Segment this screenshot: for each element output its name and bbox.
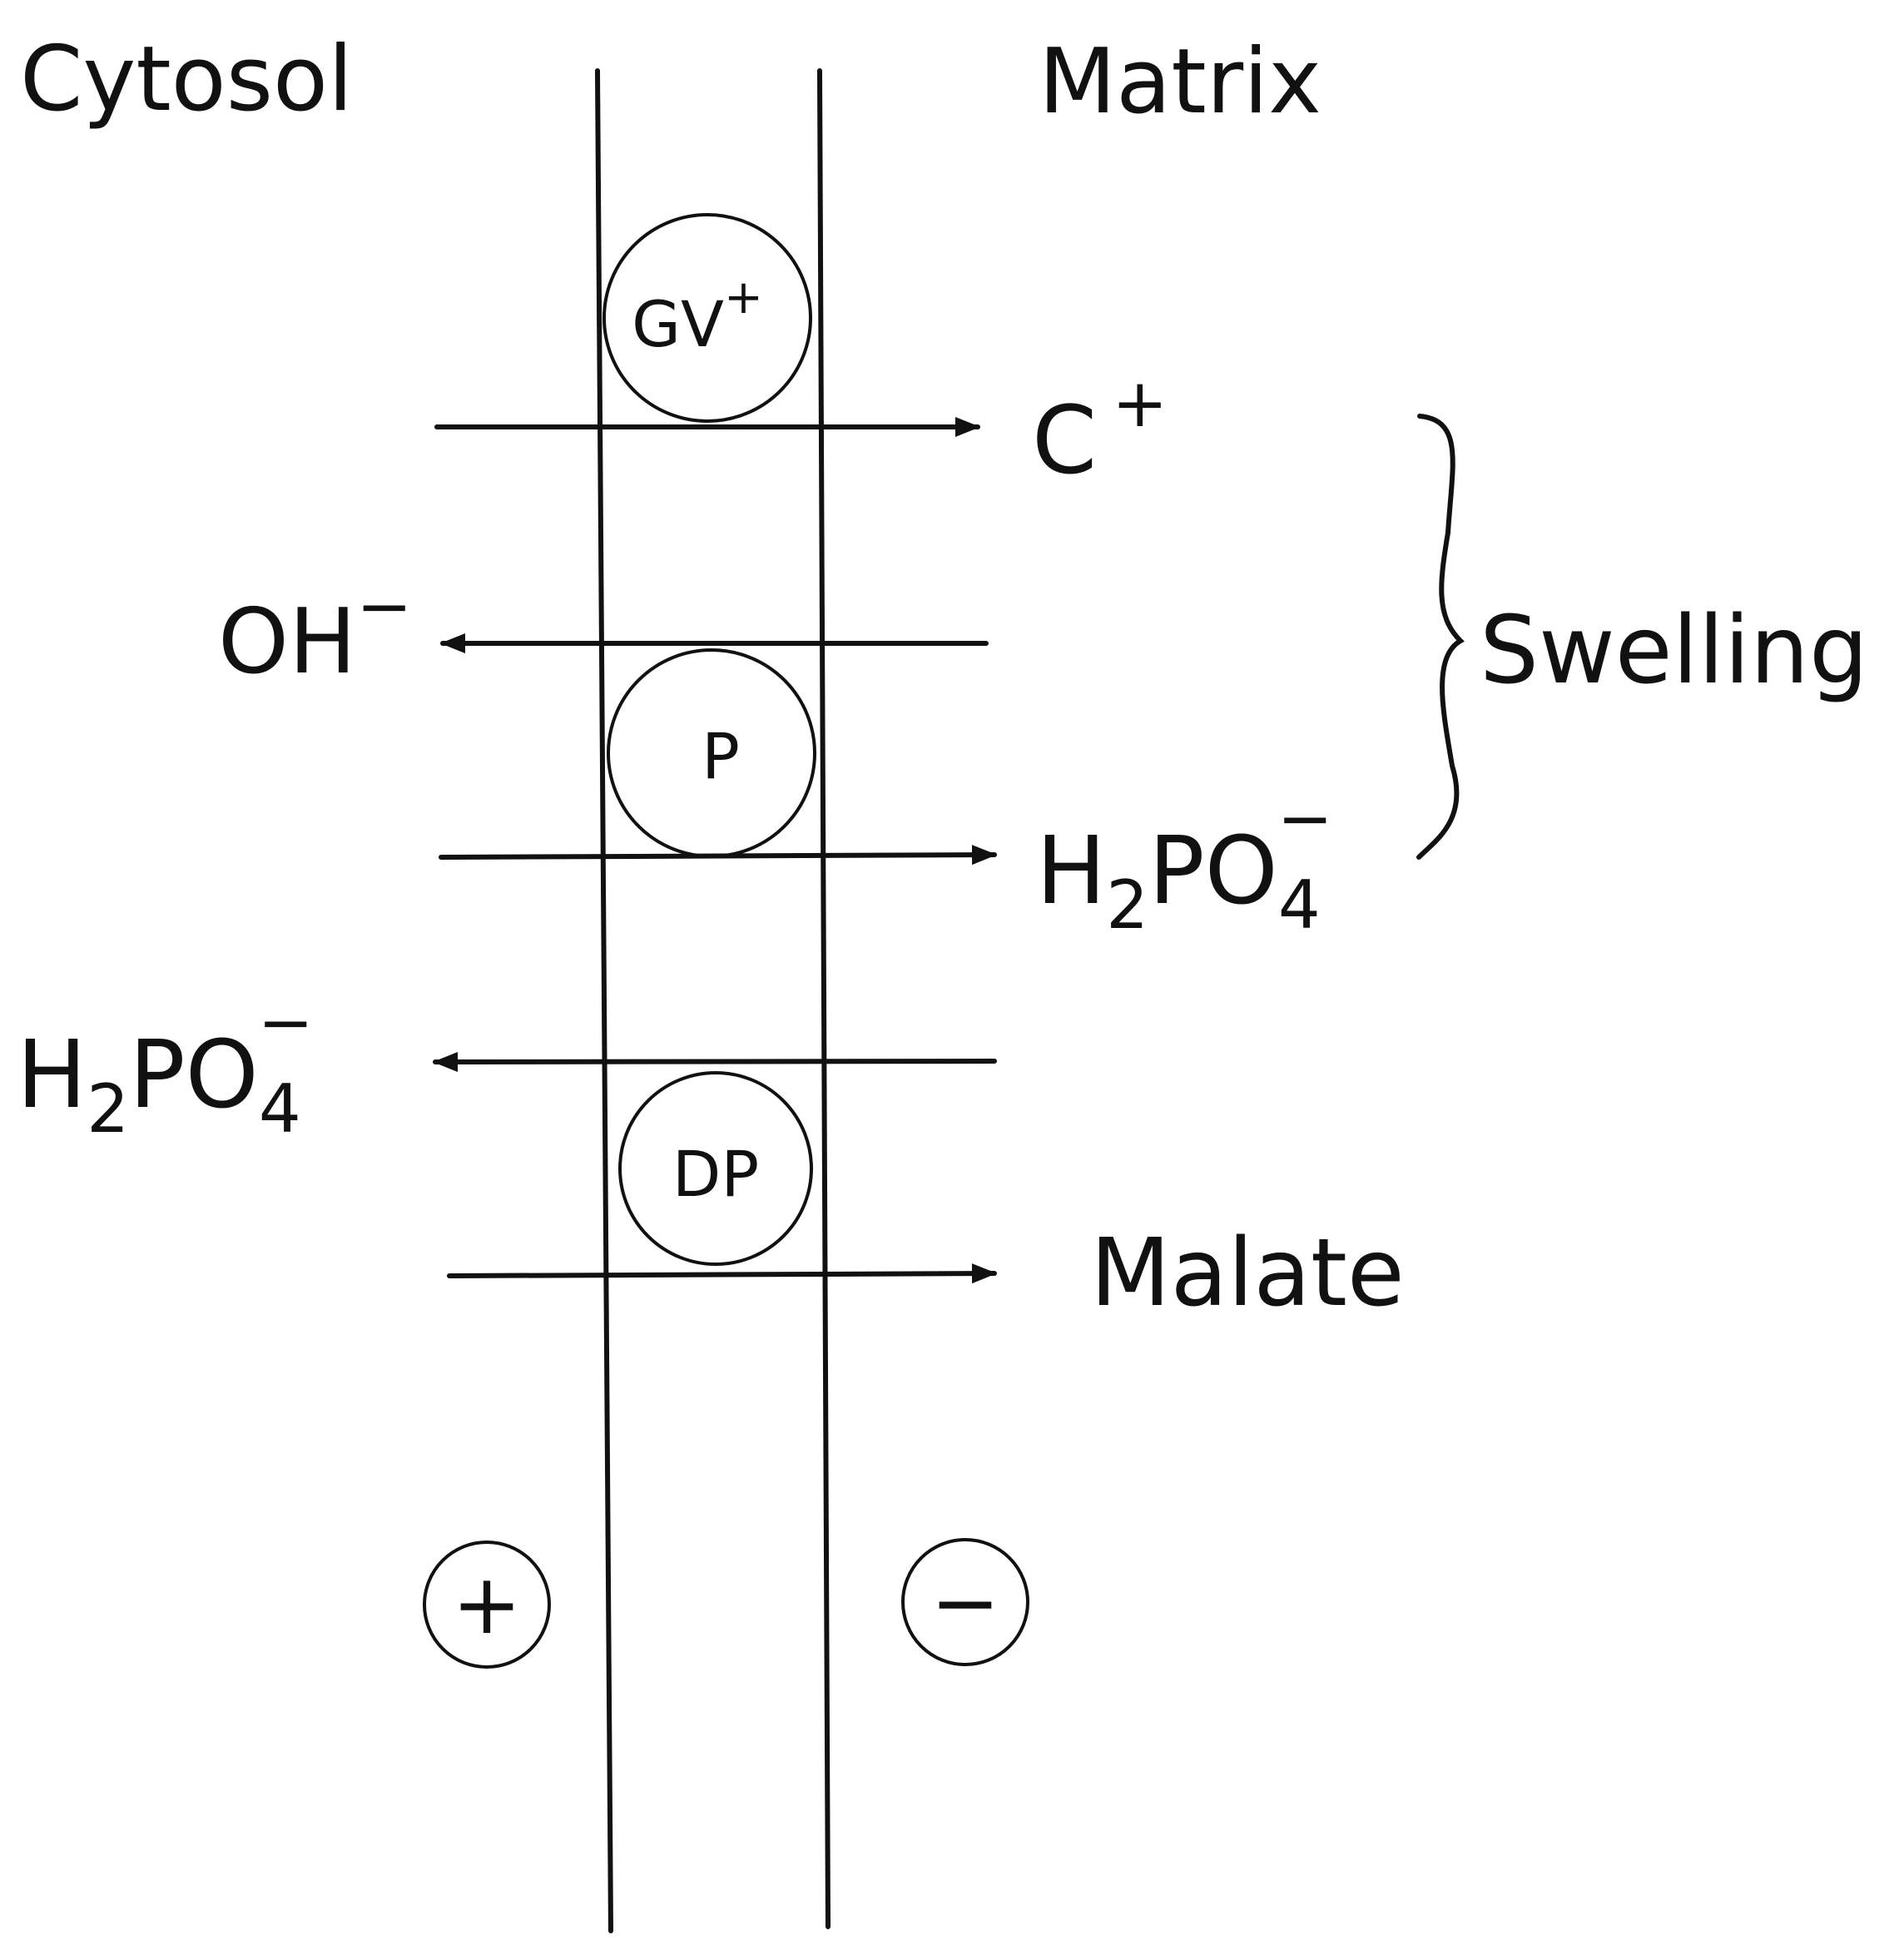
membrane-outer-line bbox=[595, 68, 613, 1933]
species-label-h2po4-matrix: H2PO4− bbox=[1036, 780, 1333, 944]
potential-positive-sign: + bbox=[452, 1555, 522, 1653]
swelling-brace bbox=[1416, 414, 1465, 860]
carrier-gv-circle bbox=[602, 213, 812, 423]
flux-arrow-h2po4-in bbox=[439, 845, 997, 866]
swelling-label: Swelling bbox=[1480, 597, 1868, 705]
flux-arrow-malate bbox=[447, 1263, 997, 1284]
species-label-malate: Malate bbox=[1090, 1219, 1405, 1327]
carrier-gv-charge: + bbox=[724, 270, 763, 325]
carrier-dp-label: DP bbox=[672, 1137, 759, 1211]
region-label-cytosol: Cytosol bbox=[20, 27, 353, 131]
potential-positive-circle bbox=[423, 1541, 551, 1669]
potential-negative-sign: − bbox=[930, 1554, 1000, 1651]
species-label-c-plus: C+ bbox=[1032, 365, 1168, 495]
region-label-matrix: Matrix bbox=[1039, 30, 1321, 134]
membrane-inner-line bbox=[817, 68, 831, 1929]
species-label-h2po4-cytosol: H2PO4− bbox=[17, 984, 314, 1148]
carrier-gv-label: GV+ bbox=[632, 270, 763, 361]
carrier-p-label: P bbox=[702, 719, 740, 793]
species-label-oh-minus: OH− bbox=[218, 568, 412, 694]
carrier-dp-circle bbox=[618, 1071, 813, 1266]
potential-negative-circle bbox=[901, 1538, 1029, 1666]
flux-arrow-h2po4-out bbox=[433, 1051, 997, 1072]
